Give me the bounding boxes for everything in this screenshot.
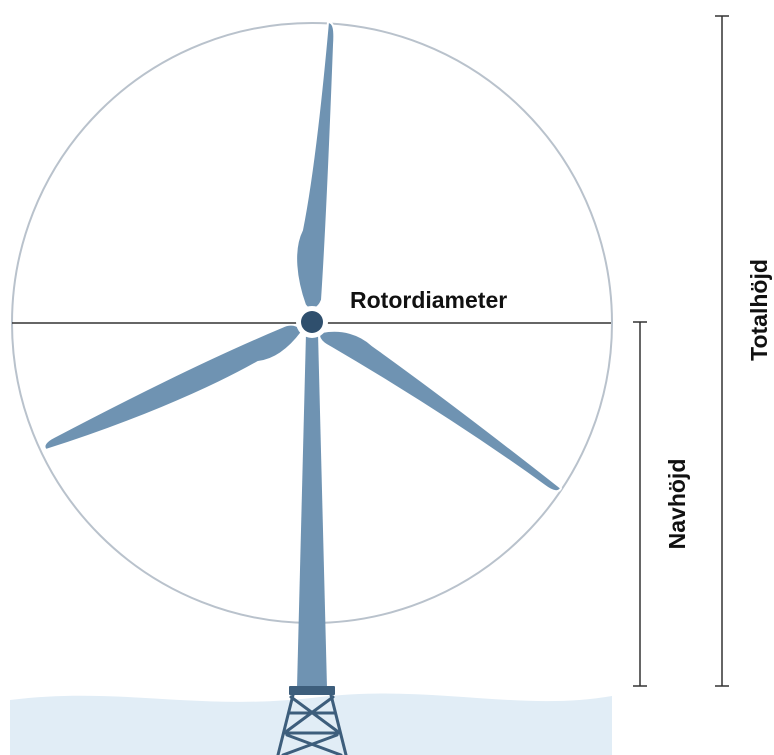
total-height-dimension: [715, 15, 729, 687]
water: [10, 693, 612, 755]
rotor-diameter-label: Rotordiameter: [350, 287, 507, 313]
hub-height-label: Navhöjd: [664, 459, 690, 550]
jacket-foundation: [276, 693, 348, 755]
total-height-label: Totalhöjd: [746, 259, 772, 361]
hub: [301, 311, 323, 333]
blade-right: [318, 329, 562, 493]
blade-top: [295, 21, 336, 311]
hub-height-dimension: [633, 321, 647, 687]
transition-piece: [289, 686, 335, 695]
tower: [297, 333, 327, 688]
blade-left: [43, 323, 303, 451]
